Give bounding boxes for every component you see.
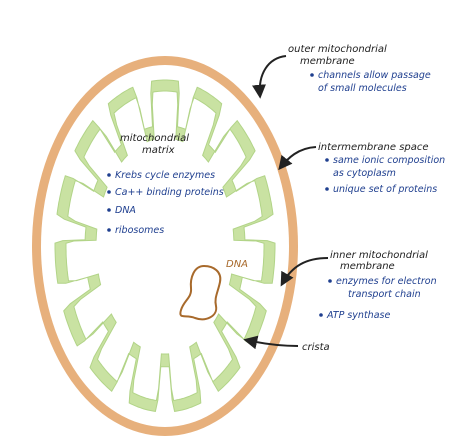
bullet-icon	[325, 187, 329, 191]
bullet-icon	[107, 173, 111, 177]
pointer-arrows	[243, 55, 329, 350]
matrix-item: Ca++ binding proteins	[115, 187, 224, 198]
bullet-icon	[319, 313, 323, 317]
inner-membrane-item: enzymes for electron	[336, 276, 437, 287]
outer-membrane-title: membrane	[300, 56, 355, 67]
svg-text:channels allow passage o: channels allow passage of small molecule…	[318, 70, 434, 94]
outer-membrane-title: outer mitochondrial	[288, 44, 387, 55]
dna-label: DNA	[226, 259, 248, 270]
inner-membrane-item: transport chain	[348, 289, 421, 300]
inner-membrane-item: ATP synthase	[326, 310, 390, 321]
svg-text:enzymes for electron tra: enzymes for electron transport chain	[336, 276, 440, 300]
curved-arrow-icon	[243, 335, 299, 350]
matrix-item: ribosomes	[115, 225, 164, 236]
crista-label: crista	[302, 342, 330, 353]
svg-text:inner mitochondrial memb: inner mitochondrial membrane	[330, 250, 431, 272]
outer-membrane-label: outer mitochondrial membrane channels al…	[288, 44, 434, 94]
outer-membrane-item: channels allow passage	[318, 70, 431, 81]
matrix-label: mitochondrial matrix Krebs cycle enzymes…	[107, 133, 224, 236]
matrix-title: matrix	[142, 145, 175, 156]
bullet-icon	[107, 228, 111, 232]
bullet-icon	[325, 158, 329, 162]
matrix-title: mitochondrial	[120, 133, 189, 144]
outer-membrane-item: of small molecules	[318, 83, 407, 94]
intermembrane-space-shape	[41, 65, 289, 427]
inner-membrane-label: inner mitochondrial membrane enzymes for…	[319, 250, 440, 321]
curved-arrow-icon	[252, 55, 287, 99]
inner-membrane-shape	[54, 79, 276, 412]
svg-text:outer mitochondrial memb: outer mitochondrial membrane	[288, 44, 390, 67]
intermembrane-space-item: as cytoplasm	[333, 168, 396, 179]
bullet-icon	[310, 73, 314, 77]
curved-arrow-icon	[280, 257, 329, 287]
curved-arrow-icon	[278, 146, 317, 171]
svg-text:unique set of proteins: unique set of proteins	[333, 184, 437, 195]
matrix-item: DNA	[115, 205, 136, 216]
svg-text:intermembrane space: intermembrane space	[318, 142, 429, 153]
intermembrane-space-item: same ionic composition	[333, 155, 445, 166]
bullet-icon	[107, 190, 111, 194]
bullet-icon	[328, 279, 332, 283]
mitochondrion	[32, 56, 298, 436]
intermembrane-space-item: unique set of proteins	[333, 184, 437, 195]
bullet-icon	[107, 208, 111, 212]
intermembrane-space-label: intermembrane space same ionic compositi…	[318, 142, 448, 195]
svg-text:ATP synthase: ATP synthase	[326, 310, 390, 321]
inner-membrane-title: membrane	[340, 261, 395, 272]
svg-text:same ionic composition a: same ionic composition as cytoplasm	[333, 155, 448, 179]
matrix-item: Krebs cycle enzymes	[115, 170, 215, 181]
inner-membrane-title: inner mitochondrial	[330, 250, 428, 261]
dna-loop-shape	[179, 264, 222, 321]
svg-text:mitochondrial matrix: mitochondrial matrix	[120, 133, 192, 156]
intermembrane-space-title: intermembrane space	[318, 142, 429, 153]
